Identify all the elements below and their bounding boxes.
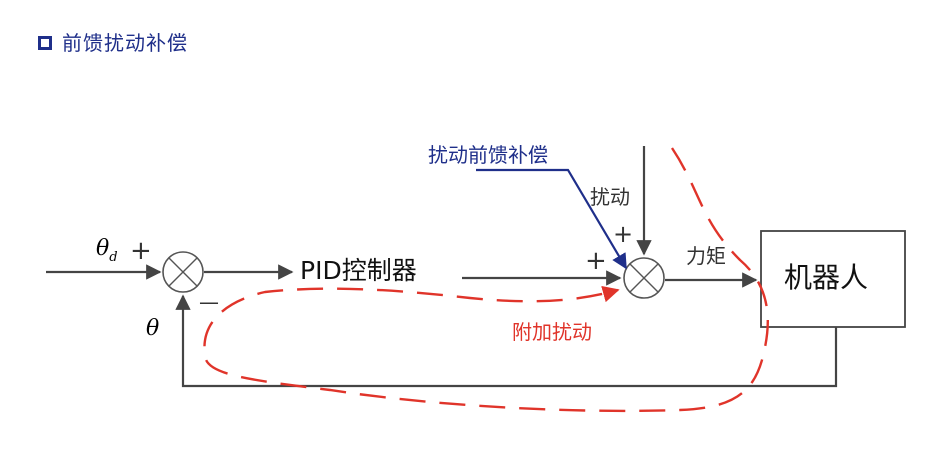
added-disturbance-dashed-loop	[203, 147, 769, 413]
feedback-line	[175, 294, 838, 388]
plus-sign-left: +	[130, 236, 152, 266]
feedforward-compensation-label: 扰动前馈补偿	[428, 143, 548, 167]
feedback-theta-label: θ	[146, 316, 160, 341]
square-bullet-icon	[38, 35, 52, 50]
page-title: 前馈扰动补偿	[62, 31, 188, 55]
input-subscript: d	[109, 250, 118, 265]
left-summing-junction	[162, 251, 204, 293]
pid-controller-label: PID控制器	[300, 256, 417, 285]
disturbance-label: 扰动	[590, 185, 630, 209]
plus-sign-top: +	[613, 220, 634, 248]
added-disturbance-label: 附加扰动	[512, 320, 592, 344]
input-theta-label: θd	[96, 236, 118, 265]
right-summing-junction	[623, 257, 665, 299]
robot-block	[760, 230, 906, 328]
plus-sign-right: +	[585, 246, 607, 276]
feedforward-arrow	[476, 168, 627, 270]
minus-sign-left: —	[199, 290, 219, 314]
robot-label: 机器人	[784, 261, 869, 294]
torque-label: 力矩	[686, 244, 726, 268]
section-header: 前馈扰动补偿	[38, 27, 188, 56]
